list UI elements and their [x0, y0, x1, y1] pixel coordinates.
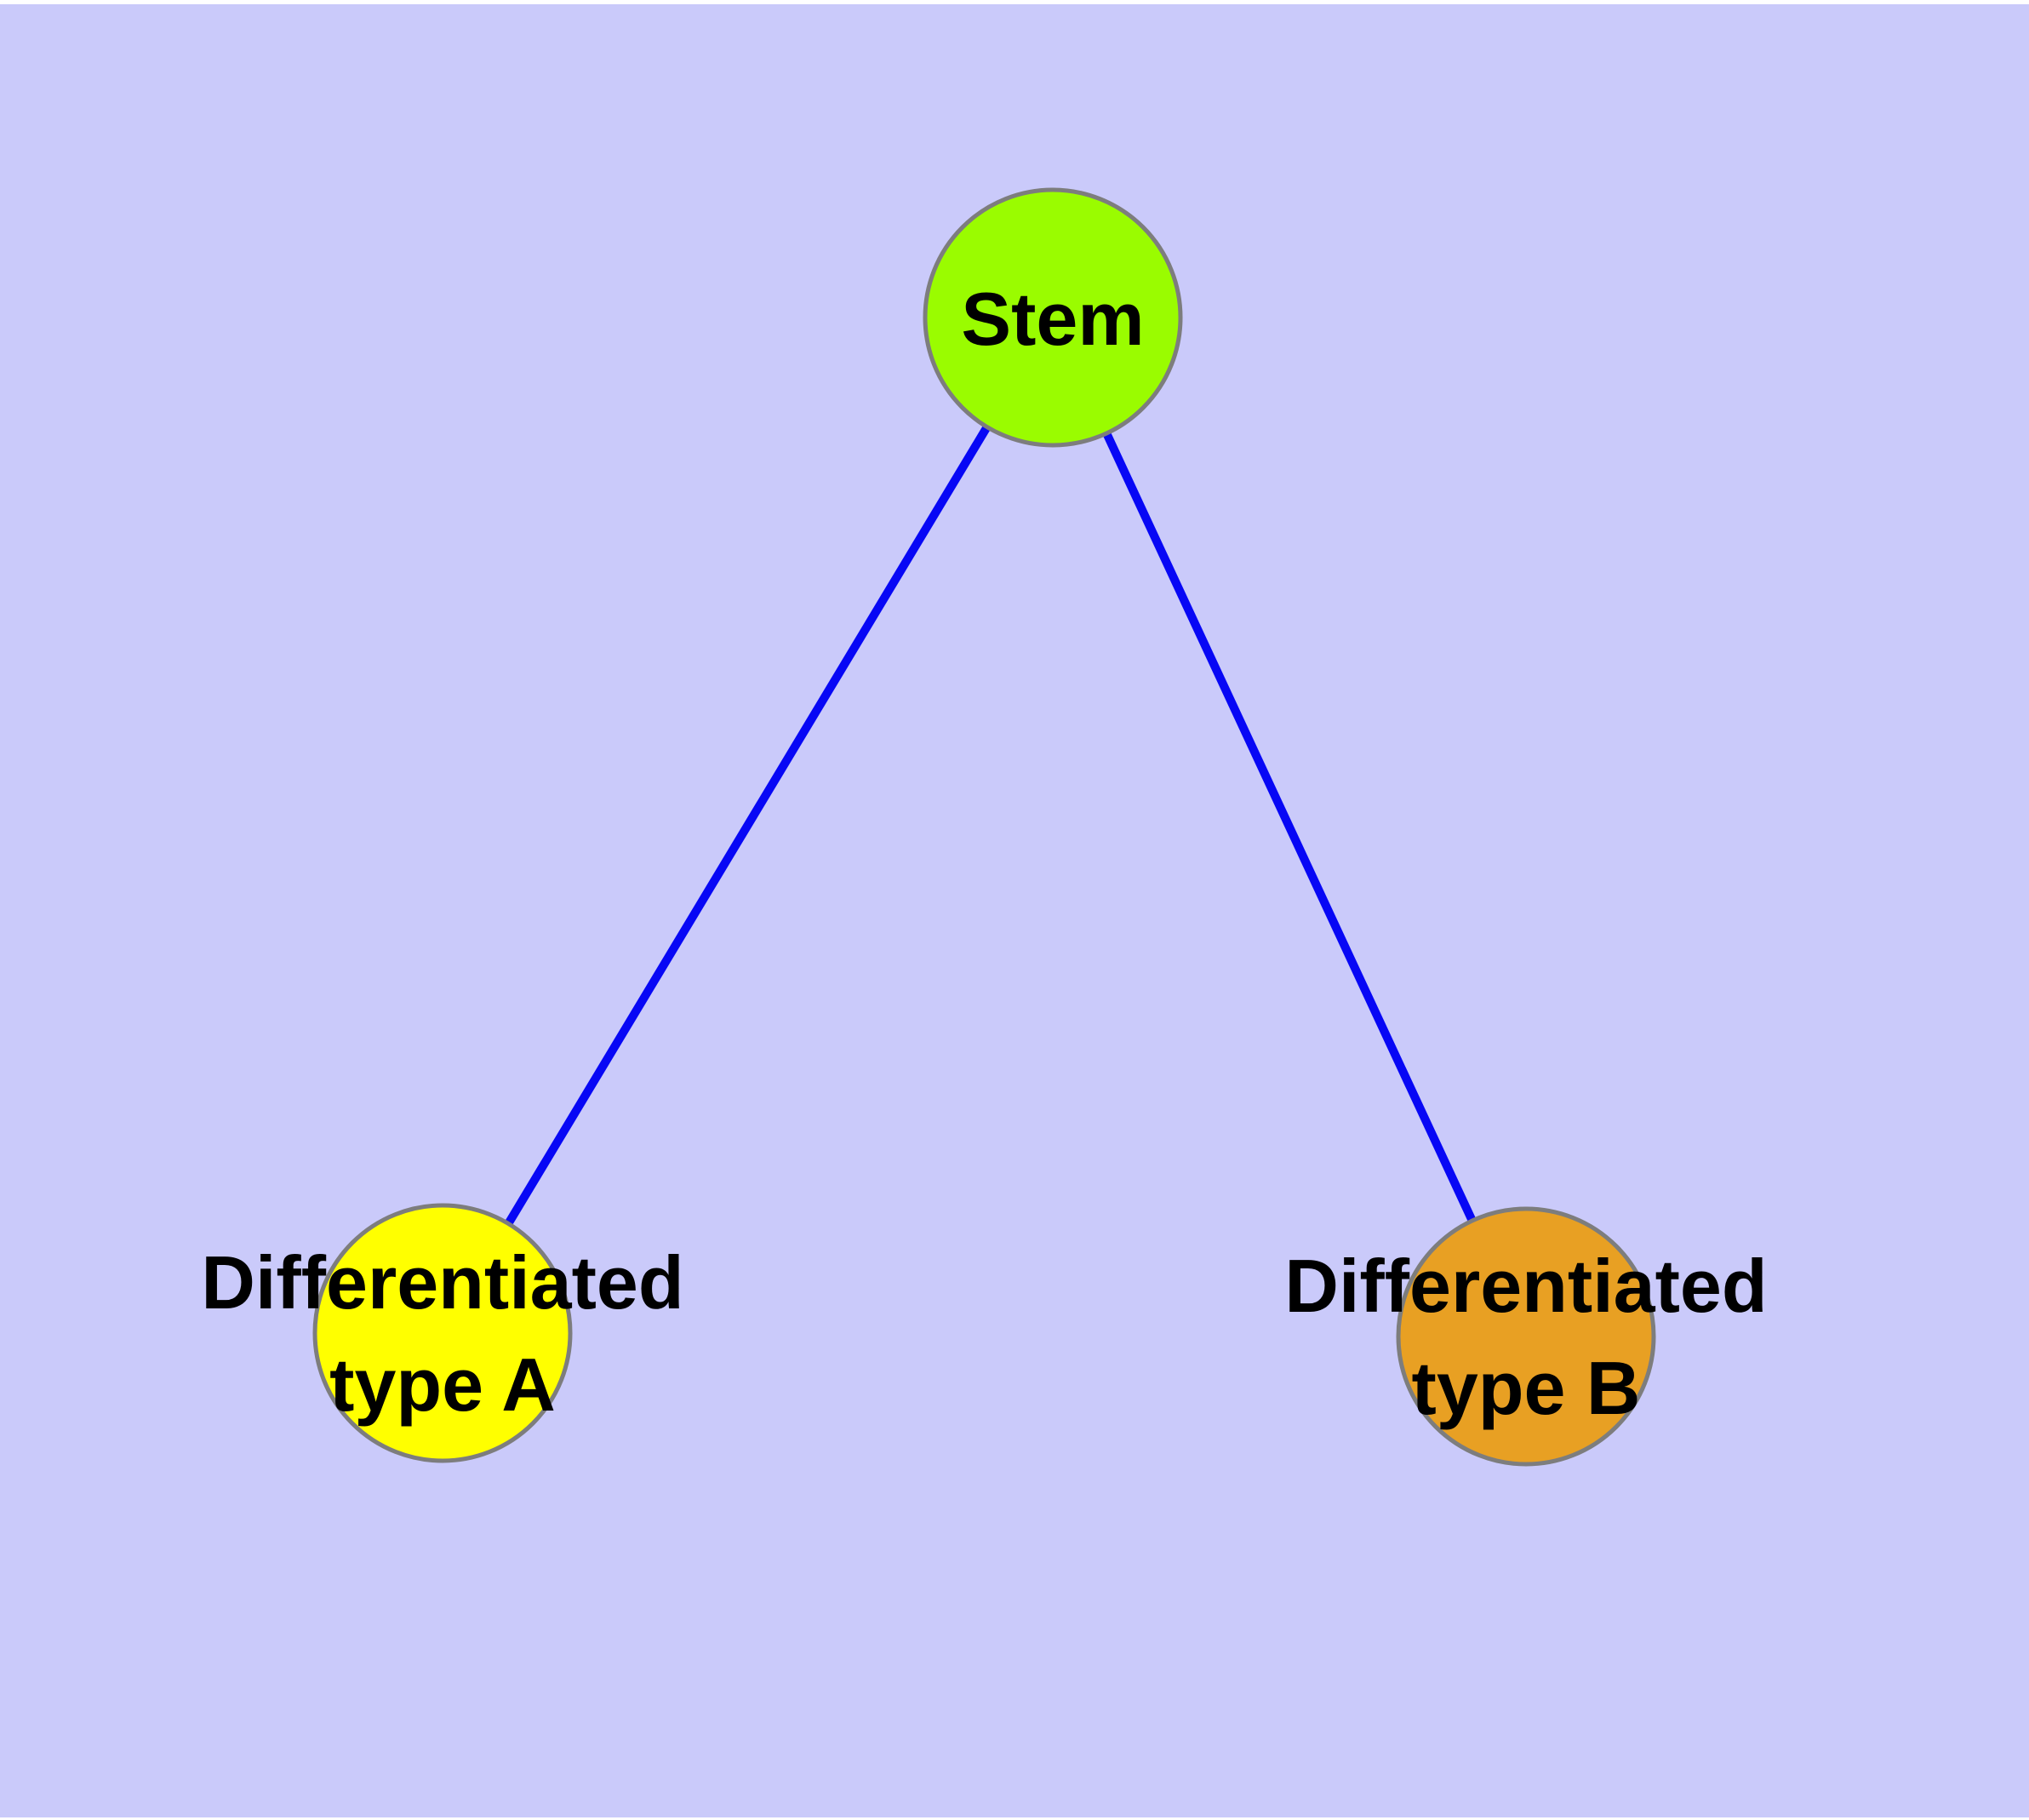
edge-stem-diff-a: [438, 315, 1057, 1336]
node-diff-b-circle: [1396, 1206, 1656, 1467]
node-diff-a-circle: [312, 1203, 573, 1463]
node-stem-circle: [923, 187, 1183, 448]
edge-stem-diff-b: [1049, 315, 1530, 1339]
edges: [438, 315, 1530, 1339]
node-stem-label: Stem: [961, 277, 1144, 361]
node-diff-b-label-line-2: type B: [1412, 1346, 1641, 1430]
node-diff-a-label: Differentiated type A: [201, 1240, 683, 1427]
node-diff-b-label-line-1: Differentiated: [1284, 1244, 1767, 1328]
node-diff-b-label: Differentiated type B: [1284, 1244, 1767, 1430]
node-diff-a-label-line-2: type A: [329, 1342, 556, 1427]
nodes: [312, 187, 1656, 1467]
node-diff-a-label-line-1: Differentiated: [201, 1240, 683, 1325]
